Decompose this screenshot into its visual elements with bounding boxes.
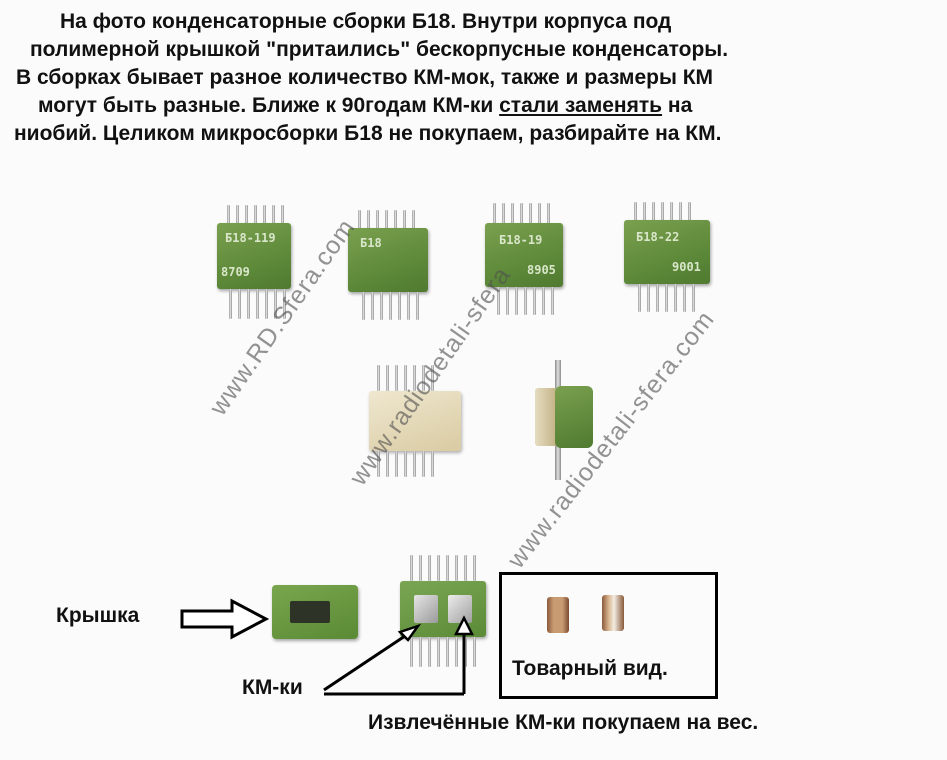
chip-3-code: 8905: [527, 263, 556, 277]
chip-2: Б18: [348, 210, 432, 320]
header-line-2: полимерной крышкой "притаились" бескорпу…: [30, 38, 729, 61]
bottom-caption: Извлечённые КМ-ки покупаем на вес.: [368, 711, 759, 734]
chip-2-label: Б18: [360, 236, 382, 250]
header-line-4-b: на: [662, 94, 693, 117]
km-capacitor-2: [602, 595, 624, 631]
km-capacitor-1: [547, 597, 569, 633]
header-line-5: ниобий. Целиком микросборки Б18 не покуп…: [14, 122, 722, 145]
chip-4-label: Б18-22: [636, 230, 680, 244]
chip-1-code: 8709: [221, 265, 250, 279]
chip-open-body: [355, 365, 465, 480]
header-line-4: могут быть разные. Ближе к 90годам КМ-ки…: [38, 92, 692, 120]
lid-arrow-icon: [180, 598, 270, 640]
commodity-box: Товарный вид.: [499, 572, 718, 699]
chip-side-view: [527, 360, 597, 480]
chip-1: Б18-119 8709: [215, 205, 295, 319]
header-line-4-a: могут быть разные. Ближе к 90годам КМ-ки: [38, 94, 500, 117]
header-line-1: На фото конденсаторные сборки Б18. Внутр…: [60, 10, 672, 33]
lid-piece: [272, 585, 360, 641]
commodity-label: Товарный вид.: [512, 657, 668, 680]
header-line-4-underlined: стали заменять: [499, 94, 663, 117]
chip-3: Б18-19 8905: [485, 203, 569, 315]
km-arrows-icon: [323, 615, 475, 696]
chip-3-label: Б18-19: [499, 233, 543, 247]
chip-opened: [400, 555, 490, 673]
km-label: КМ-ки: [242, 676, 303, 699]
chip-4-code: 9001: [672, 260, 701, 274]
chip-4: Б18-22 9001: [624, 200, 714, 315]
header-line-3: В сборках бывает разное количество КМ-мо…: [16, 66, 714, 89]
chip-1-label: Б18-119: [225, 231, 276, 245]
lid-label: Крышка: [56, 604, 140, 627]
